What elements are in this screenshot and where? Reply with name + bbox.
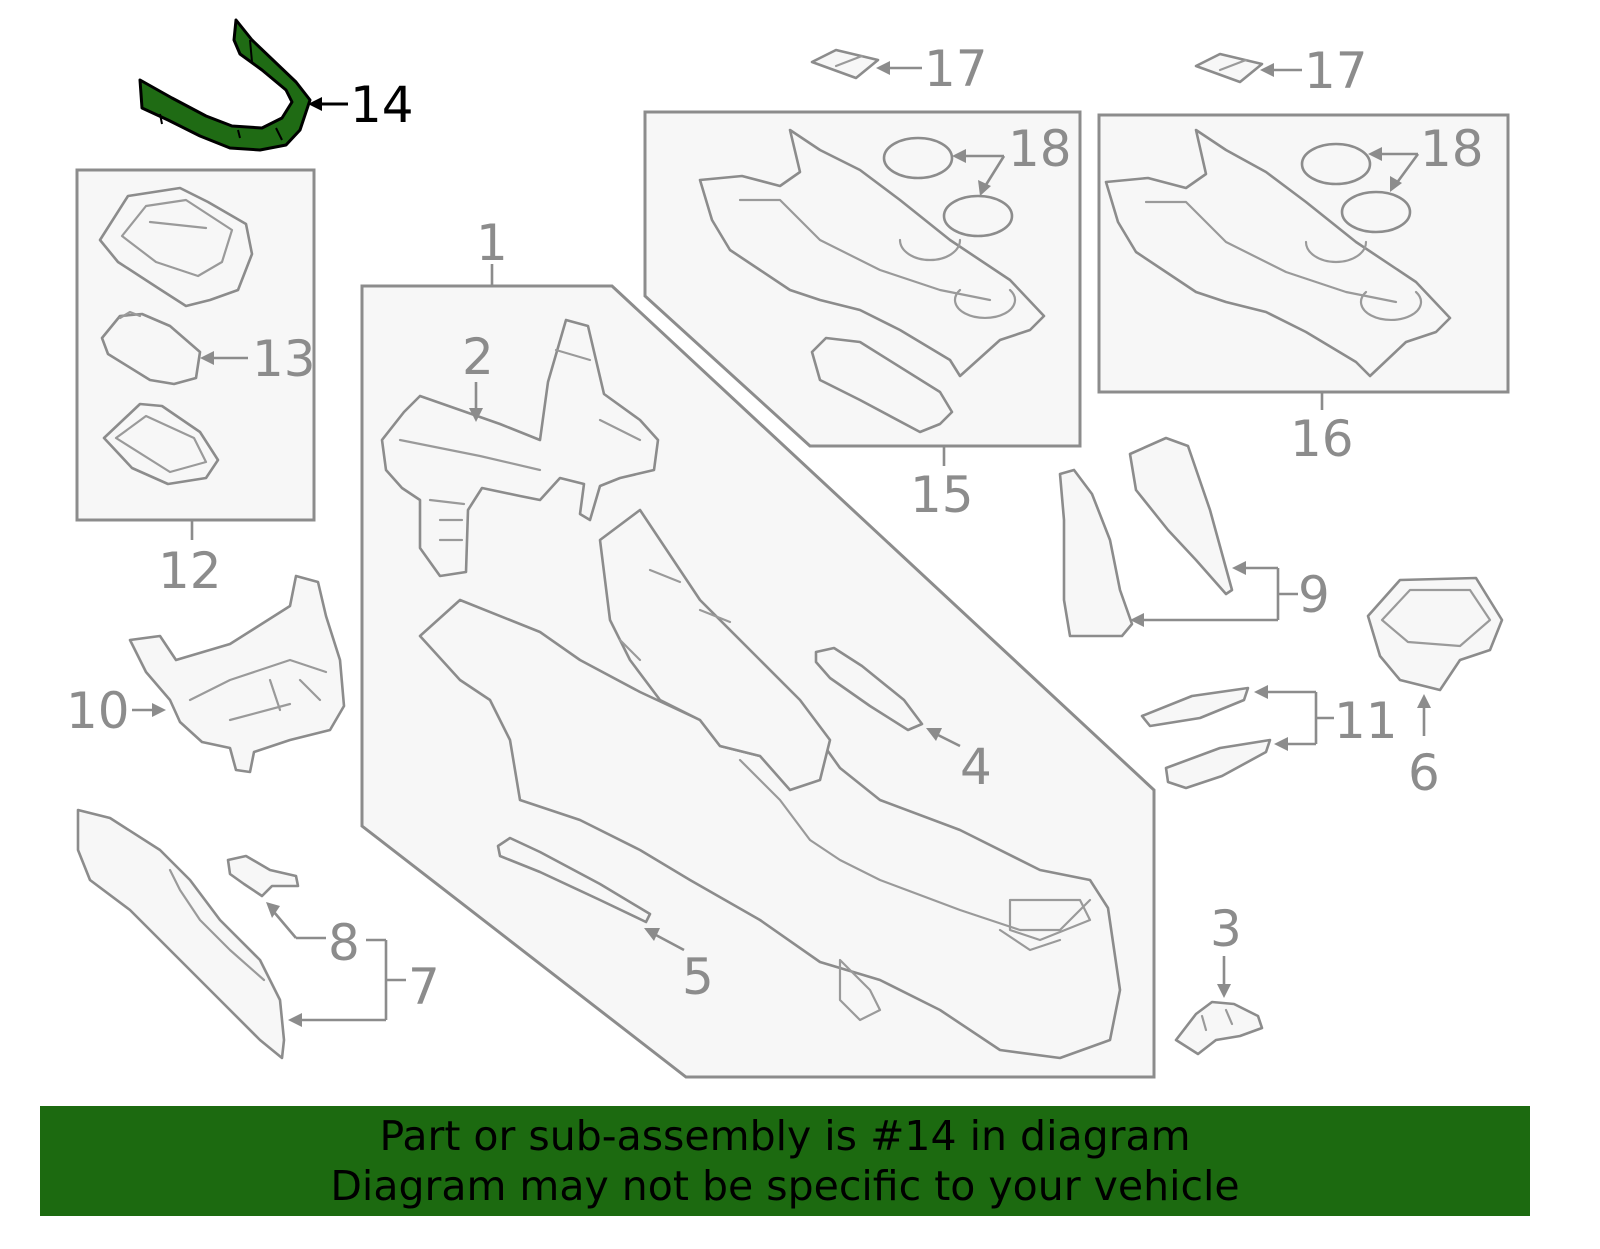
- part-shift-boot[interactable]: [100, 310, 202, 386]
- part-2-bracket[interactable]: [380, 318, 660, 578]
- part-10-support-bracket[interactable]: [128, 574, 346, 774]
- info-banner: Part or sub-assembly is #14 in diagram D…: [40, 1106, 1530, 1216]
- part-17-clip-left[interactable]: [810, 48, 880, 80]
- callout-2[interactable]: 2: [462, 328, 494, 386]
- callout-8[interactable]: 8: [328, 914, 360, 972]
- callout-17-right[interactable]: 17: [1304, 42, 1368, 100]
- part-console-body[interactable]: [418, 508, 1122, 1060]
- callout-18-left[interactable]: 18: [1008, 120, 1072, 178]
- callout-11[interactable]: 11: [1334, 692, 1398, 750]
- part-15-tray[interactable]: [810, 336, 954, 434]
- part-18-ring-b[interactable]: [942, 194, 1014, 238]
- part-shift-boot-housing[interactable]: [98, 186, 254, 308]
- callout-12[interactable]: 12: [158, 542, 222, 600]
- part-3-mount-bracket[interactable]: [1174, 1000, 1264, 1056]
- callout-9[interactable]: 9: [1298, 566, 1330, 624]
- callout-1[interactable]: 1: [476, 214, 508, 272]
- callout-17-left[interactable]: 17: [924, 40, 988, 98]
- callout-6[interactable]: 6: [1408, 744, 1440, 802]
- callout-16[interactable]: 16: [1290, 410, 1354, 468]
- part-11-trim-upper[interactable]: [1140, 686, 1250, 728]
- callout-14[interactable]: 14: [350, 76, 414, 134]
- callout-18-right[interactable]: 18: [1420, 120, 1484, 178]
- part-15-cupholder-panel[interactable]: [698, 128, 1046, 378]
- part-18-ring-d[interactable]: [1340, 190, 1412, 234]
- part-7-side-cover[interactable]: [76, 808, 286, 1060]
- part-11-trim-lower[interactable]: [1164, 738, 1272, 790]
- part-17-clip-right[interactable]: [1194, 52, 1264, 84]
- part-5-strip[interactable]: [496, 836, 652, 924]
- callout-3[interactable]: 3: [1210, 900, 1242, 958]
- part-6-storage-bin[interactable]: [1366, 576, 1504, 692]
- callout-13[interactable]: 13: [252, 330, 316, 388]
- banner-line-part-number: Part or sub-assembly is #14 in diagram: [379, 1112, 1191, 1160]
- banner-line-disclaimer: Diagram may not be specific to your vehi…: [330, 1162, 1240, 1210]
- callout-7[interactable]: 7: [408, 958, 440, 1016]
- part-4-strip[interactable]: [814, 646, 924, 732]
- part-8-clip[interactable]: [226, 854, 300, 898]
- part-9-side-panel-left[interactable]: [1058, 468, 1134, 638]
- callout-10[interactable]: 10: [66, 682, 130, 740]
- part-18-ring-a[interactable]: [882, 136, 954, 180]
- callout-15[interactable]: 15: [910, 466, 974, 524]
- part-shift-bezel-lower[interactable]: [102, 402, 220, 486]
- part-9-side-panel-right[interactable]: [1128, 436, 1234, 596]
- callout-4[interactable]: 4: [960, 738, 992, 796]
- part-14-trim-bezel[interactable]: [138, 18, 312, 152]
- callout-14-arrow: [308, 97, 348, 111]
- callout-5[interactable]: 5: [682, 948, 714, 1006]
- part-18-ring-c[interactable]: [1300, 142, 1372, 186]
- part-16-cupholder-panel[interactable]: [1104, 128, 1452, 378]
